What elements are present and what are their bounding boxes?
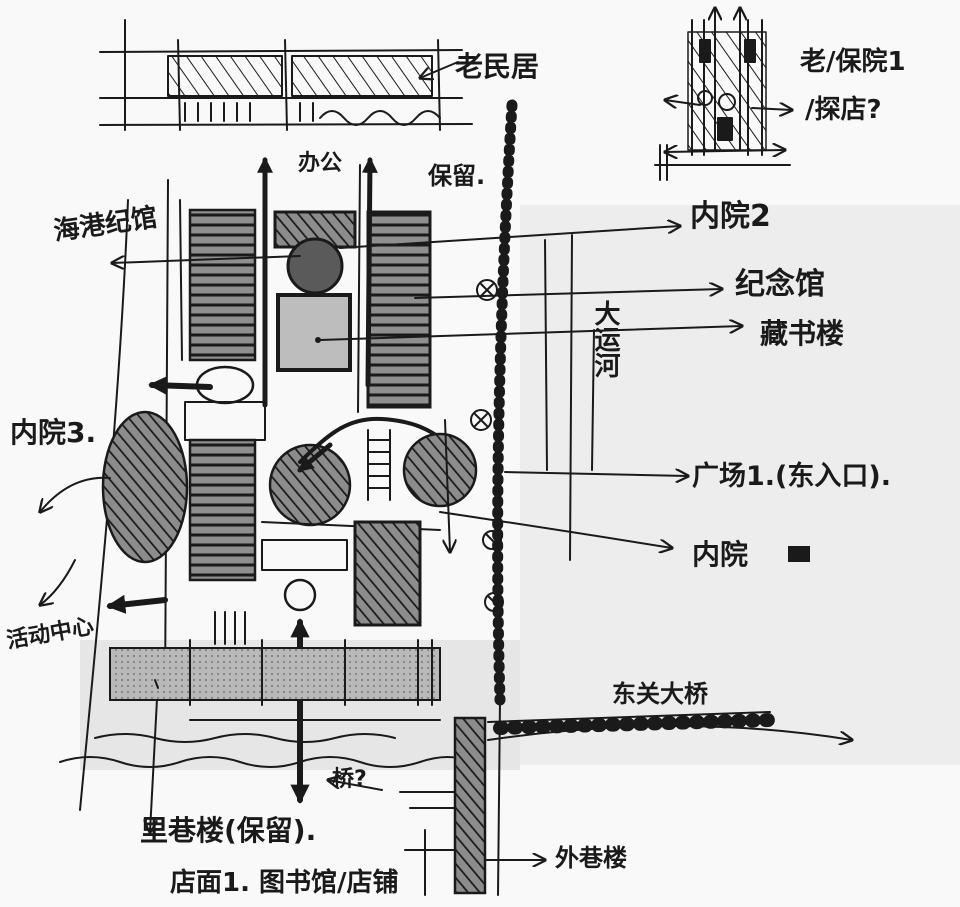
label-inner-court-3: 内院3. xyxy=(10,416,96,449)
tree-inner-court-3 xyxy=(101,410,189,564)
label-outer-lane-building: 外巷楼 xyxy=(555,844,627,872)
label-preserve: 保留. xyxy=(427,162,485,190)
label-library: 藏书楼 xyxy=(760,317,844,350)
entry-circle-south xyxy=(283,578,317,612)
building-library xyxy=(366,210,432,409)
label-top-right-line1: 老/保院1 xyxy=(800,46,906,77)
label-plaza-1: 广场1.(东入口). xyxy=(692,460,891,492)
canal-edge xyxy=(492,99,518,896)
label-inner-court: 内院 xyxy=(692,538,748,571)
library-edge-line xyxy=(357,164,361,413)
building-memorial-hall xyxy=(276,293,352,372)
label-shops-line: 店面1. 图书馆/店铺 xyxy=(170,867,399,898)
label-top-right-line2: /探店? xyxy=(805,95,882,125)
scribble-mark xyxy=(788,546,810,562)
label-old-residence: 老民居 xyxy=(455,50,539,83)
building-lower-center xyxy=(261,539,348,571)
building-lower-right xyxy=(353,520,422,627)
axis-arrow-east xyxy=(361,156,378,388)
outer-lane-building xyxy=(453,716,487,895)
stair-plaza xyxy=(367,429,391,501)
canal-lines xyxy=(544,234,595,561)
arrow-west-lower xyxy=(106,594,168,614)
leader-lines xyxy=(112,226,742,860)
canal-trees xyxy=(470,279,504,612)
dongguan-bridge xyxy=(487,711,852,740)
tree-plaza-center xyxy=(268,443,352,527)
inner-lane-ticks xyxy=(154,611,441,721)
building-middle-left xyxy=(188,438,257,582)
paper-wash xyxy=(520,205,960,765)
waterfront-waves xyxy=(59,733,471,768)
label-inner-lane-building: 里巷楼(保留). xyxy=(140,814,316,847)
old-residence-block xyxy=(99,19,473,131)
outer-lane-lines xyxy=(399,791,456,896)
label-office: 办公 xyxy=(298,151,342,176)
label-bridge-question: 桥? xyxy=(332,766,367,792)
label-inner-court-2: 内院2 xyxy=(690,199,771,234)
tree-plaza-east xyxy=(402,432,478,508)
arrow-south-east xyxy=(445,419,450,552)
arrow-west-upper xyxy=(148,375,213,396)
label-grand-canal: 大运河 xyxy=(590,300,620,378)
elevation-sketch xyxy=(654,8,792,181)
tree-inner-court-2 xyxy=(286,237,344,295)
plaza-arrow xyxy=(297,442,333,473)
arrow-inner-court-3 xyxy=(40,476,111,512)
label-dongguan-bridge: 东关大桥 xyxy=(612,680,709,708)
label-memorial-hall: 纪念馆 xyxy=(735,267,825,302)
arrow-to-old-residence xyxy=(420,61,459,78)
memorial-hall-dot xyxy=(315,337,321,343)
plaza-path-arc xyxy=(298,416,448,464)
building-memorial-left xyxy=(188,208,257,362)
arrow-activity-center xyxy=(40,559,76,605)
building-inner-lane xyxy=(109,647,441,701)
